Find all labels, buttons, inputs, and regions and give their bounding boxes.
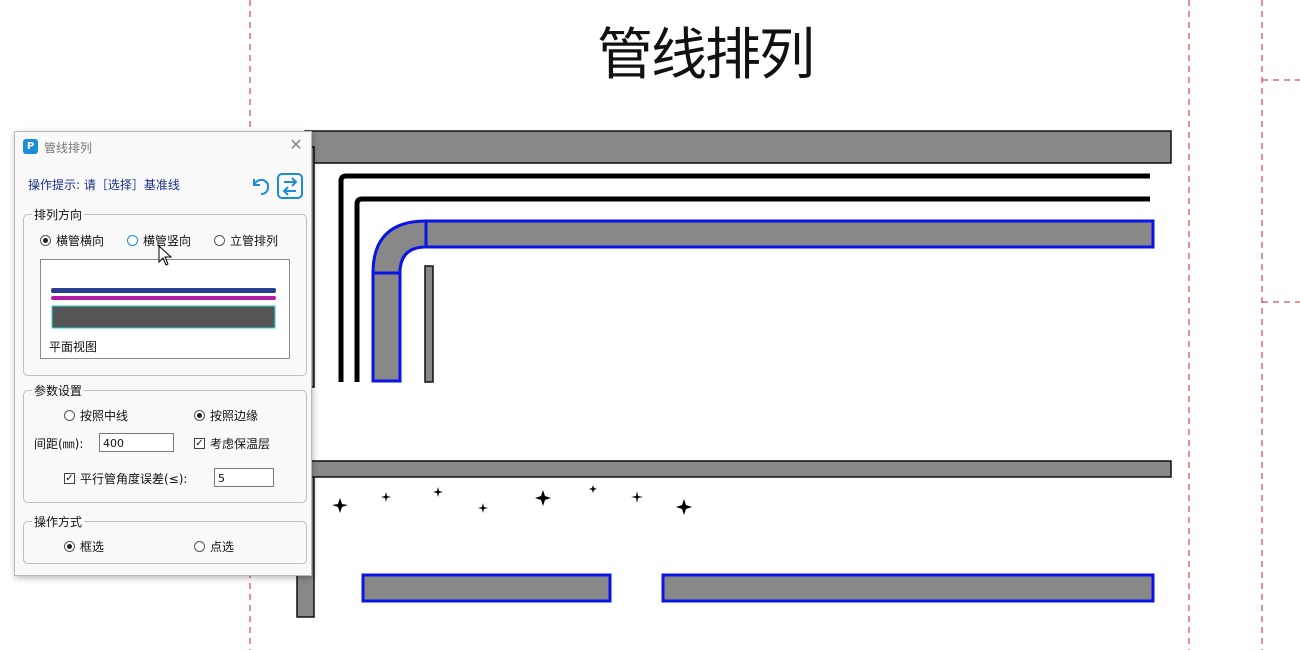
sprinkler-markers xyxy=(332,485,692,515)
radio-label: 点选 xyxy=(210,540,235,554)
radio-horizontal-horizontal[interactable]: 横管横向 xyxy=(40,232,104,249)
checkbox-indicator[interactable]: ✓ xyxy=(194,438,205,449)
switch-icon[interactable] xyxy=(276,172,304,200)
radio-by-edge[interactable]: 按照边缘 xyxy=(194,407,258,424)
sprinkler-icon xyxy=(381,492,391,502)
radio-indicator[interactable] xyxy=(64,541,75,552)
radio-indicator[interactable] xyxy=(194,541,205,552)
radio-riser-arrange[interactable]: 立管排列 xyxy=(214,232,278,249)
checkbox-label: 考虑保温层 xyxy=(210,437,271,451)
pipe-small-vertical[interactable] xyxy=(424,265,434,383)
sprinkler-icon xyxy=(535,490,551,506)
params-group: 参数设置 按照中线 按照边缘 间距(㎜): 400 ✓ 考虑保温层 ✓ 平行管角… xyxy=(23,382,307,503)
preview-graphic xyxy=(51,288,276,329)
sprinkler-icon xyxy=(478,503,488,513)
selected-pipe-elbow[interactable] xyxy=(371,219,1155,383)
radio-indicator[interactable] xyxy=(194,410,205,421)
sprinkler-icon xyxy=(589,485,597,493)
selected-pipe-bottom-right[interactable] xyxy=(661,573,1155,603)
radio-by-centerline[interactable]: 按照中线 xyxy=(64,407,128,424)
pipe-thin-outer[interactable] xyxy=(338,173,1150,382)
spacing-input[interactable]: 400 xyxy=(99,433,174,452)
guide-lines xyxy=(249,0,1300,650)
sprinkler-icon xyxy=(433,487,443,497)
checkbox-indicator[interactable]: ✓ xyxy=(64,473,75,484)
sprinkler-icon xyxy=(332,498,348,513)
page-title: 管线排列 xyxy=(597,23,815,88)
dialog-titlebar[interactable]: P 管线排列 ✕ xyxy=(15,132,311,160)
radio-label: 按照中线 xyxy=(80,409,129,423)
radio-indicator[interactable] xyxy=(64,410,75,421)
selected-pipe-bottom-left[interactable] xyxy=(361,573,612,603)
duct-middle[interactable] xyxy=(304,460,1172,478)
radio-box-select[interactable]: 框选 xyxy=(64,538,104,555)
radio-point-select[interactable]: 点选 xyxy=(194,538,234,555)
radio-label: 横管竖向 xyxy=(143,234,192,248)
angle-tolerance-input[interactable]: 5 xyxy=(214,468,274,487)
radio-label: 框选 xyxy=(80,540,105,554)
operation-legend: 操作方式 xyxy=(32,513,85,530)
radio-label: 按照边缘 xyxy=(210,409,259,423)
spacing-label: 间距(㎜): xyxy=(34,437,84,451)
preview-label: 平面视图 xyxy=(49,340,98,354)
insulation-checkbox[interactable]: ✓ 考虑保温层 xyxy=(194,435,270,452)
radio-indicator[interactable] xyxy=(40,235,51,246)
operation-group: 操作方式 框选 点选 xyxy=(23,513,307,564)
mouse-cursor-icon xyxy=(158,245,173,266)
preview-duct xyxy=(51,305,276,329)
dialog-title: 管线排列 xyxy=(44,141,93,155)
arrange-direction-legend: 排列方向 xyxy=(32,206,85,223)
radio-horizontal-vertical[interactable]: 横管竖向 xyxy=(127,232,191,249)
duct-top[interactable] xyxy=(304,130,1172,164)
angle-tolerance-checkbox[interactable]: ✓ 平行管角度误差(≤): xyxy=(64,470,187,487)
radio-indicator[interactable] xyxy=(214,235,225,246)
plan-view-preview: 平面视图 xyxy=(40,259,290,359)
operation-hint: 操作提示: 请［选择］基准线 xyxy=(28,178,180,192)
app-logo-icon: P xyxy=(23,139,38,154)
pipe-thin-inner[interactable] xyxy=(354,196,1150,382)
radio-label: 立管排列 xyxy=(230,234,279,248)
preview-line-magenta xyxy=(51,296,276,300)
arrange-direction-group: 排列方向 横管横向 横管竖向 立管排列 平面视图 xyxy=(23,206,307,376)
params-legend: 参数设置 xyxy=(32,382,85,399)
pipe-arrange-dialog[interactable]: P 管线排列 ✕ 操作提示: 请［选择］基准线 排列方向 横管横向 横管竖向 立… xyxy=(14,131,312,576)
sprinkler-icon xyxy=(631,491,643,503)
radio-label: 横管横向 xyxy=(56,234,105,248)
close-icon[interactable]: ✕ xyxy=(289,135,303,154)
undo-icon[interactable] xyxy=(247,173,273,199)
preview-line-blue xyxy=(51,288,276,293)
radio-indicator[interactable] xyxy=(127,235,138,246)
checkbox-label: 平行管角度误差(≤): xyxy=(80,472,188,486)
sprinkler-icon xyxy=(676,499,692,515)
